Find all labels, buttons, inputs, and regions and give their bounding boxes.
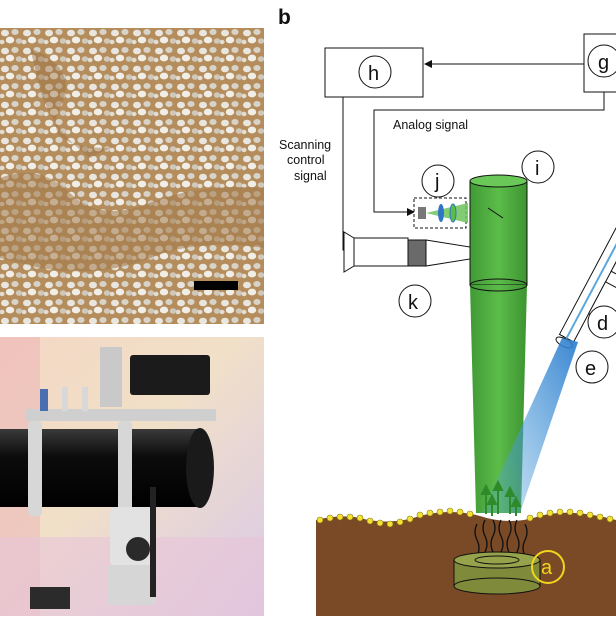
label-e-circle: [575, 350, 609, 384]
camera-box: [130, 355, 210, 395]
label-d-circle: [587, 305, 616, 339]
scanning-control-signal-line3: signal: [294, 169, 327, 183]
seeds-on-sand-photo: [0, 28, 264, 324]
label-a: a: [541, 557, 553, 579]
label-j-circle: [421, 164, 455, 198]
label-i-circle: [521, 150, 555, 184]
label-a-circle: [531, 550, 565, 584]
label-g-circle: [587, 44, 616, 78]
telescope-photo: [0, 337, 264, 616]
seeds-on-soil: [316, 507, 614, 528]
label-k: k: [408, 292, 419, 314]
scanning-control-signal-line2: control: [287, 153, 325, 167]
label-h-circle: [358, 55, 392, 89]
analog-signal-label: Analog signal: [393, 118, 468, 132]
label-g: g: [598, 52, 609, 74]
blue-fluorescence-cone: [482, 338, 578, 513]
label-j: j: [434, 171, 439, 193]
component-k: [407, 239, 427, 267]
scanning-control-signal-line1: Scanning: [279, 138, 331, 152]
label-k-circle: [398, 284, 432, 318]
schematic-diagram: b g h Analog signal Scanning control sig…: [278, 6, 616, 616]
scale-bar: [194, 281, 238, 290]
label-i: i: [535, 158, 539, 180]
label-d: d: [597, 313, 608, 335]
panel-letter-b: b: [278, 6, 291, 29]
green-beam-tube-i: [469, 180, 528, 286]
label-h: h: [368, 63, 379, 85]
label-e: e: [585, 358, 596, 380]
